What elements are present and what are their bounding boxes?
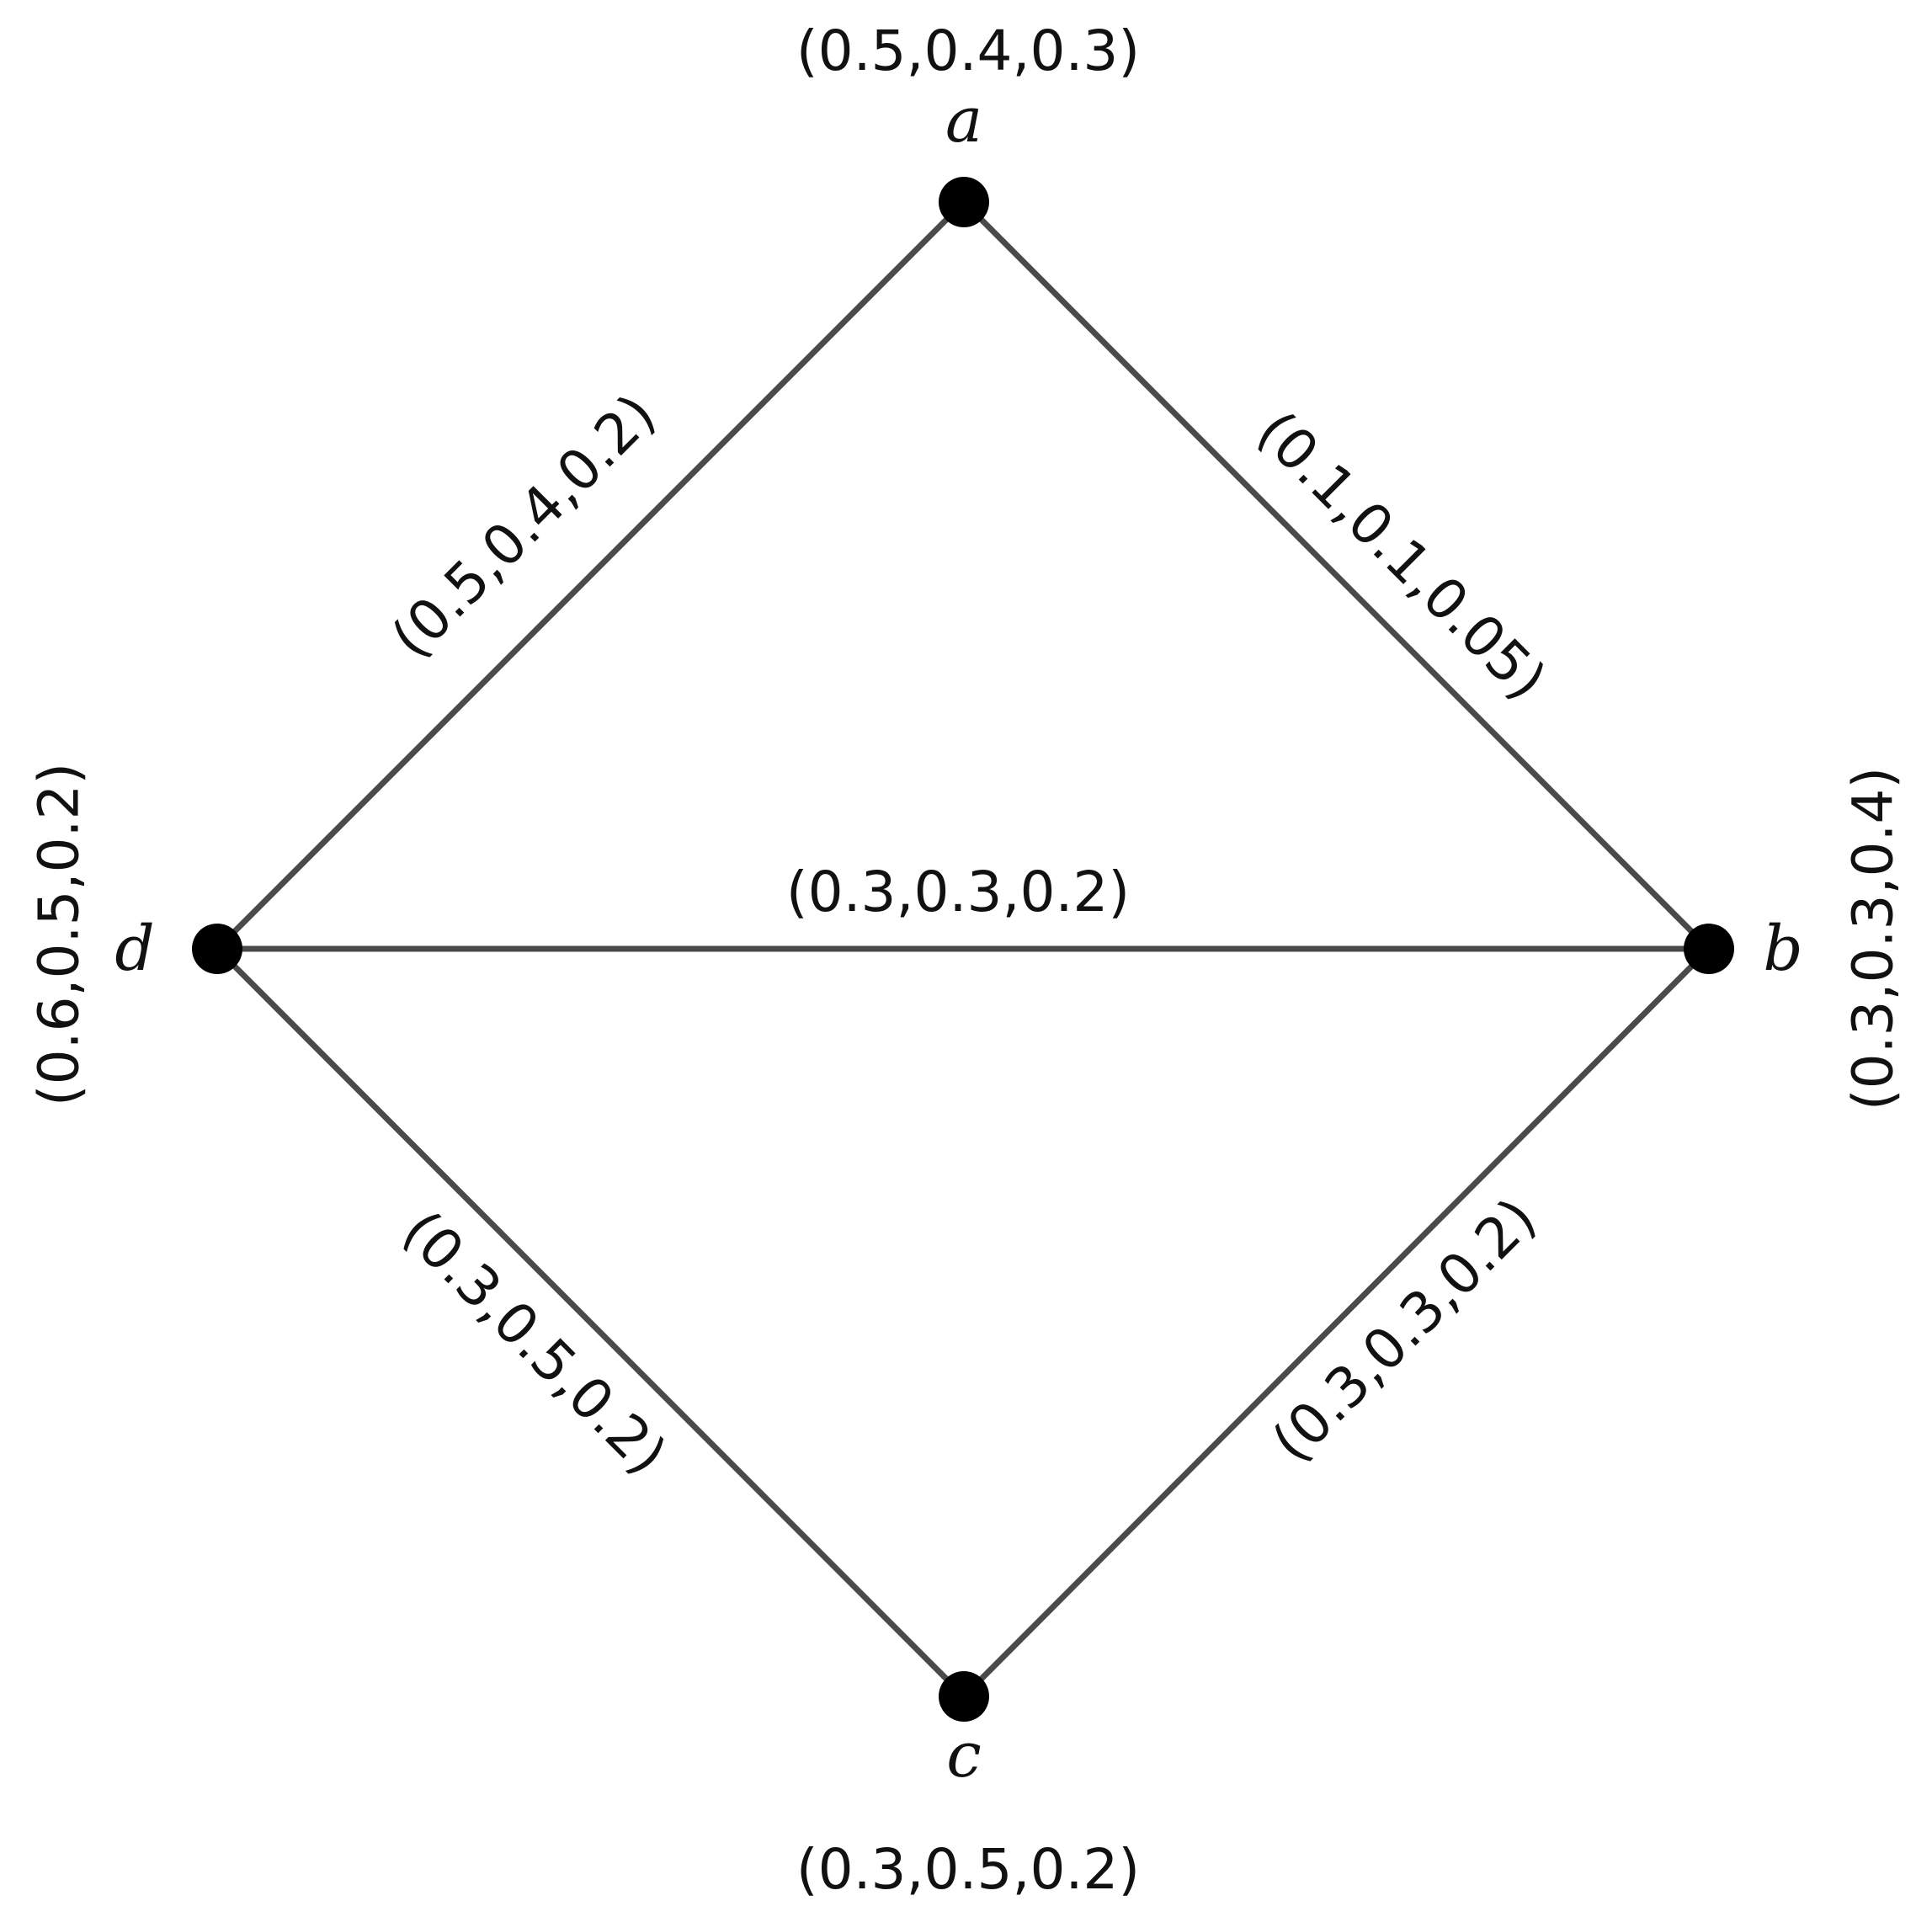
vertex-d-weight: (0.6,0.5,0.2) xyxy=(27,763,92,1106)
vertex-a-weight: (0.5,0.4,0.3) xyxy=(796,19,1140,83)
vertex-c-name: c xyxy=(946,1719,981,1792)
vertex-d-name: d xyxy=(114,913,154,985)
vertex-a-name: a xyxy=(945,84,982,157)
vertex-b xyxy=(1684,924,1734,974)
edge-b-c xyxy=(961,945,1712,1700)
edge-d-b-weight: (0.3,0.3,0.2) xyxy=(786,860,1130,924)
edge-b-c-weight: (0.3,0.3,0.2) xyxy=(1259,1185,1548,1474)
edge-a-d-weight: (0.5,0.4,0.2) xyxy=(379,381,668,670)
vertex-a xyxy=(939,177,989,227)
vertex-b-weight: (0.3,0.3,0.4) xyxy=(1841,767,1906,1110)
vertex-c-weight: (0.3,0.5,0.2) xyxy=(796,1837,1140,1902)
vertex-c xyxy=(939,1671,989,1722)
vertex-d xyxy=(192,924,242,974)
edge-d-c xyxy=(214,945,967,1700)
edge-a-b xyxy=(961,199,1712,952)
edge-a-b-weight: (0.1,0.1,0.05) xyxy=(1245,399,1559,713)
vertex-b-name: b xyxy=(1763,913,1802,985)
edge-a-d xyxy=(214,199,967,952)
edge-d-c-weight: (0.3,0.5,0.2) xyxy=(390,1198,679,1487)
